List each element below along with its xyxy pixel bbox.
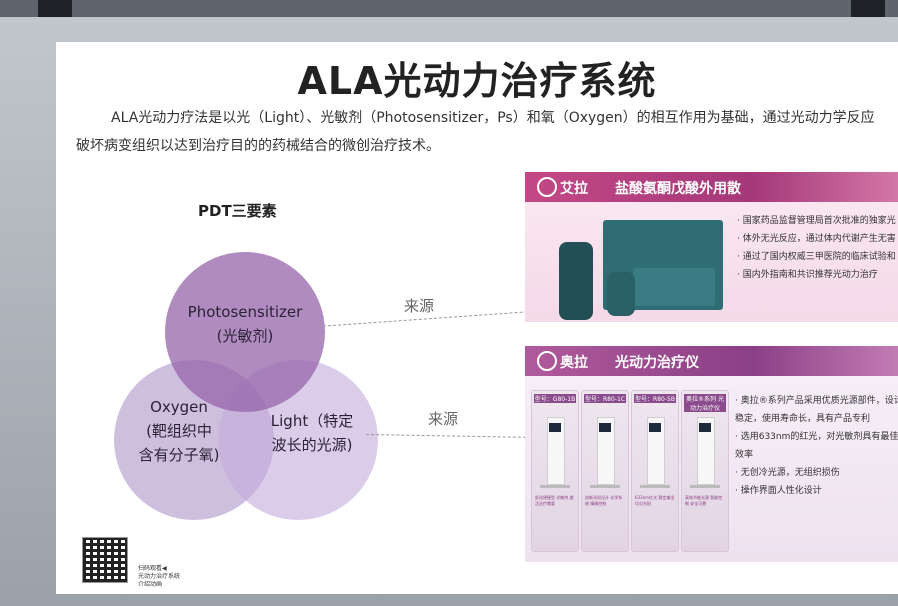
intro-text: ALA光动力疗法是以光（Light）、光敏剂（Photosensitizer，P… — [76, 104, 898, 160]
device-model-label: 奥拉®系列 光动力治疗仪 — [684, 394, 726, 412]
device-bullets: 奥拉®系列产品采用优质光源部件，设计稳定，使用寿命长，具有产品专利 选用633n… — [735, 392, 898, 500]
device-model-label: 型号：R80-5B — [634, 394, 676, 403]
aola-brand-text: 奥拉 — [560, 355, 588, 371]
qr-caption-line2: 光动力治疗系统 — [138, 573, 181, 580]
ala-logo-icon — [537, 177, 557, 197]
light-label: Light（特定 波长的光源) — [252, 409, 372, 457]
device-body — [697, 417, 715, 485]
intro-line-1: ALA光动力疗法是以光（Light）、光敏剂（Photosensitizer，P… — [111, 110, 875, 126]
device-body — [647, 417, 665, 485]
device-model-label: 型号：G80-1B — [534, 394, 576, 403]
device-note: 舒适便捷型 光敏剂 激活治疗需要 — [535, 495, 574, 506]
slide: ALA光动力治疗系统 ALA光动力疗法是以光（Light）、光敏剂（Photos… — [56, 42, 898, 594]
oxygen-label: Oxygen (靶组织中 含有分子氧) — [114, 395, 244, 467]
device-bullet: 选用633nm的红光，对光敏剂具有最佳效率 — [735, 428, 898, 464]
device-gallery: 型号：G80-1B 舒适便捷型 光敏剂 激活治疗需要 型号：R80-1C 创新光… — [531, 390, 731, 554]
photosensitizer-label: Photosensitizer (光敏剂) — [165, 300, 325, 348]
device-model-label: 型号：R80-1C — [584, 394, 626, 403]
device-body — [547, 417, 565, 485]
device-note: 高效节能光源 智能控制 安全可靠 — [685, 495, 723, 506]
top-left-block — [38, 0, 72, 17]
device-screen — [549, 423, 561, 432]
top-right-block — [851, 0, 885, 17]
device-bullet: 奥拉®系列产品采用优质光源部件，设计稳定，使用寿命长，具有产品专利 — [735, 392, 898, 428]
ala-box-small — [633, 268, 715, 306]
source-line-2 — [365, 434, 526, 438]
device-card: 型号：R80-5B 633nm红光 稳定输出 均匀光斑 — [631, 390, 679, 552]
qr-caption-line1: 扫码观看◀ — [138, 565, 167, 572]
device-card: 型号：G80-1B 舒适便捷型 光敏剂 激活治疗需要 — [531, 390, 579, 552]
device-body — [597, 417, 615, 485]
viewer-frame: ALA光动力治疗系统 ALA光动力疗法是以光（Light）、光敏剂（Photos… — [0, 17, 898, 606]
qr-caption-line3: 介绍动画 — [138, 581, 163, 588]
venn-title: PDT三要素 — [198, 202, 277, 220]
ala-brand-text: 艾拉 — [560, 181, 588, 197]
product-panel-ala: 艾拉 盐酸氨酮戊酸外用散 国家药品监督管理局首次批准的独家光 体外无光反应，通过… — [525, 172, 898, 322]
photosensitizer-label-line1: Photosensitizer — [187, 303, 303, 321]
photosensitizer-circle — [165, 252, 325, 412]
ala-bullet: 国家药品监督管理局首次批准的独家光 — [737, 212, 896, 230]
product-panel-device-header: 奥拉 光动力治疗仪 — [525, 346, 898, 376]
ala-bullet: 体外无光反应，通过体内代谢产生无害 — [737, 230, 896, 248]
source-label-2: 来源 — [428, 410, 459, 428]
device-note: 创新光斑设计 光学系统 精确控制 — [585, 495, 623, 506]
ala-tube-right — [607, 272, 635, 316]
oxygen-label-line2: (靶组织中 — [146, 422, 212, 440]
ala-tube-left — [559, 242, 593, 320]
aola-logo-icon — [537, 351, 557, 371]
oxygen-label-line3: 含有分子氧) — [138, 446, 220, 464]
device-bullet: 无创冷光源，无组织损伤 — [735, 464, 898, 482]
window-top-bar — [0, 0, 898, 17]
ala-bullet: 国内外指南和共识推荐光动力治疗 — [737, 266, 896, 284]
qr-caption: 扫码观看◀ 光动力治疗系统 介绍动画 — [138, 565, 180, 589]
device-card: 型号：R80-1C 创新光斑设计 光学系统 精确控制 — [581, 390, 629, 552]
ala-brand: 艾拉 — [537, 177, 588, 198]
intro-line-2: 破坏病变组织以达到治疗目的的药械结合的微创治疗技术。 — [76, 138, 440, 154]
oxygen-label-line1: Oxygen — [150, 398, 208, 416]
product-panel-ala-header: 艾拉 盐酸氨酮戊酸外用散 — [525, 172, 898, 202]
device-base — [690, 485, 720, 488]
device-screen — [649, 423, 661, 432]
device-card: 奥拉®系列 光动力治疗仪 高效节能光源 智能控制 安全可靠 — [681, 390, 729, 552]
light-label-line1: Light（特定 — [270, 412, 354, 430]
light-label-line2: 波长的光源) — [271, 436, 353, 454]
photosensitizer-label-line2: (光敏剂) — [216, 327, 274, 345]
ala-bullets: 国家药品监督管理局首次批准的独家光 体外无光反应，通过体内代谢产生无害 通过了国… — [737, 212, 896, 284]
device-screen — [699, 423, 711, 432]
device-base — [540, 485, 570, 488]
device-base — [590, 485, 620, 488]
qr-code[interactable] — [82, 537, 128, 583]
device-screen — [599, 423, 611, 432]
device-base — [640, 485, 670, 488]
ala-bullet: 通过了国内权威三甲医院的临床试验和 — [737, 248, 896, 266]
aola-brand: 奥拉 — [537, 351, 588, 372]
device-bullet: 操作界面人性化设计 — [735, 482, 898, 500]
product-panel-device: 奥拉 光动力治疗仪 型号：G80-1B 舒适便捷型 光敏剂 激活治疗需要 型号：… — [525, 346, 898, 562]
ala-product-title: 盐酸氨酮戊酸外用散 — [615, 181, 741, 197]
slide-title: ALA光动力治疗系统 — [297, 59, 657, 103]
device-product-title: 光动力治疗仪 — [615, 355, 699, 371]
device-note: 633nm红光 稳定输出 均匀光斑 — [635, 495, 675, 506]
source-label-1: 来源 — [404, 297, 435, 315]
